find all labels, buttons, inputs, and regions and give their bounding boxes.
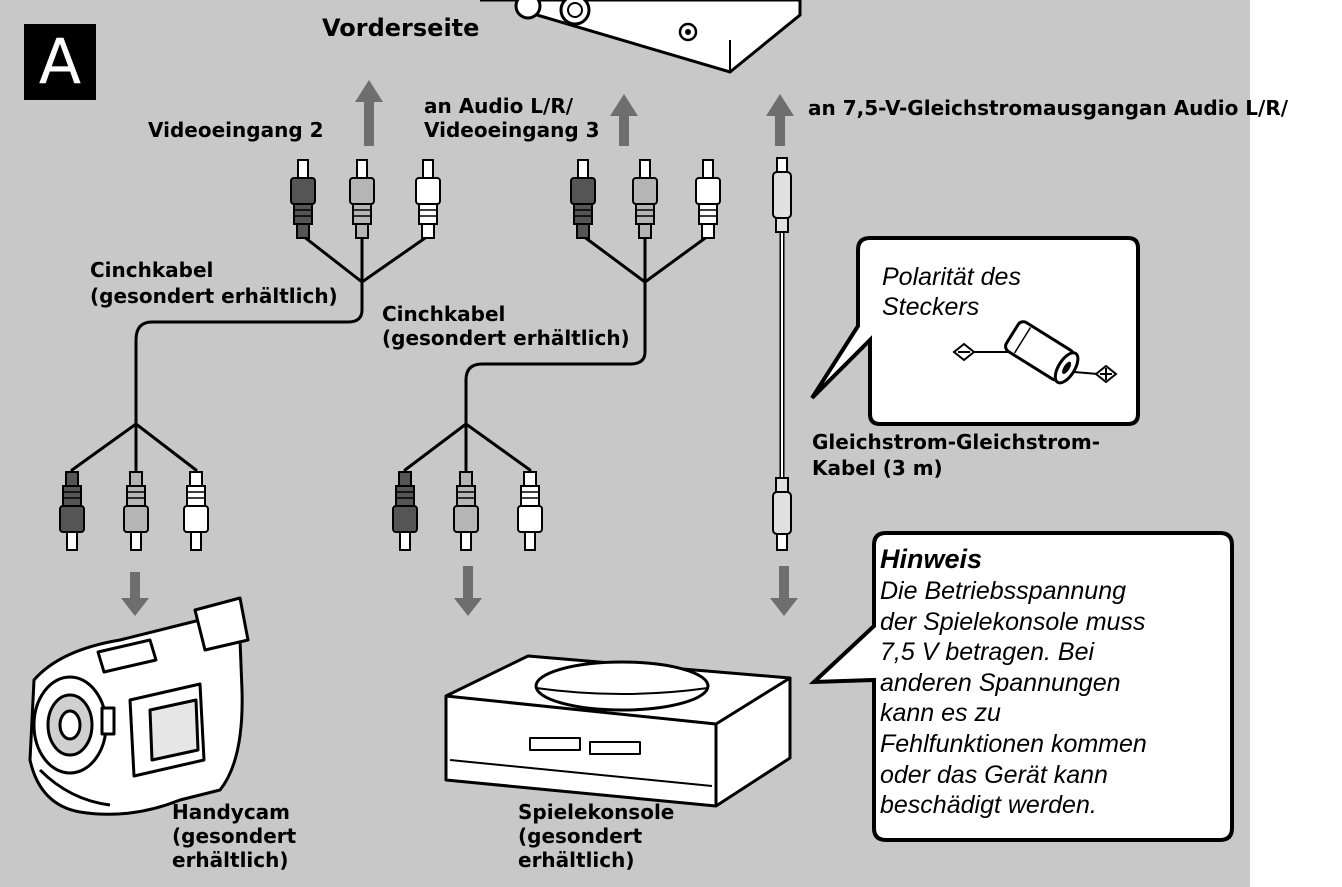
game-console-illustration	[444, 654, 792, 808]
polarity-line2: Steckers	[882, 293, 980, 321]
down-arrows	[121, 566, 798, 616]
cinch-cable-1-label-line1: Cinchkabel	[90, 258, 214, 282]
down-arrow-icon	[121, 572, 149, 616]
polarity-line1: Polarität des	[882, 263, 1021, 291]
up-arrows	[355, 80, 794, 146]
handycam-illustration	[28, 596, 250, 816]
cinch-cable-1	[70, 234, 430, 472]
dc-cable-label-line2: Kabel (3 m)	[812, 456, 943, 480]
polarity-callout	[810, 236, 1140, 426]
console-label-line1: Spielekonsole	[518, 800, 675, 824]
console-label-line2: (gesondert	[518, 824, 643, 848]
handycam-label-line2: (gesondert	[172, 824, 297, 848]
dc-output-label: an 7,5-V-Gleichstromausgangan Audio L/R/	[808, 96, 1289, 120]
video-input-2-label: Videoeingang 2	[148, 118, 324, 142]
up-arrow-icon	[610, 94, 638, 146]
audio-lr-label-line2: Videoeingang 3	[424, 118, 600, 142]
audio-lr-label-line1: an Audio L/R/	[424, 94, 574, 118]
note-callout-bubble	[808, 531, 1234, 842]
dc-cable	[772, 157, 792, 551]
polarity-text: Polarität des Steckers	[882, 262, 1021, 322]
dc-cable-label-line1: Gleichstrom-Gleichstrom-	[812, 430, 1100, 454]
cinch-cable-1-label-line2: (gesondert erhältlich)	[90, 284, 338, 308]
up-arrow-icon	[355, 80, 383, 146]
note-heading: Hinweis	[880, 544, 983, 574]
cinch-cable-2	[403, 234, 710, 472]
console-label-line3: erhältlich)	[518, 848, 635, 872]
cinch-cable-2-label-line1: Cinchkabel	[382, 302, 506, 326]
device-front-panel	[480, 0, 802, 74]
down-arrow-icon	[454, 566, 482, 616]
down-arrow-icon	[770, 566, 798, 616]
front-side-label: Vorderseite	[322, 14, 480, 42]
handycam-label-line1: Handycam	[172, 800, 291, 824]
up-arrow-icon	[766, 94, 794, 146]
handycam-label-line3: erhältlich)	[172, 848, 289, 872]
panel-letter-badge: A	[24, 24, 96, 100]
note-body: Die Betriebsspannung der Spielekonsole m…	[880, 577, 1147, 820]
cinch-cable-2-label-line2: (gesondert erhältlich)	[382, 326, 630, 350]
